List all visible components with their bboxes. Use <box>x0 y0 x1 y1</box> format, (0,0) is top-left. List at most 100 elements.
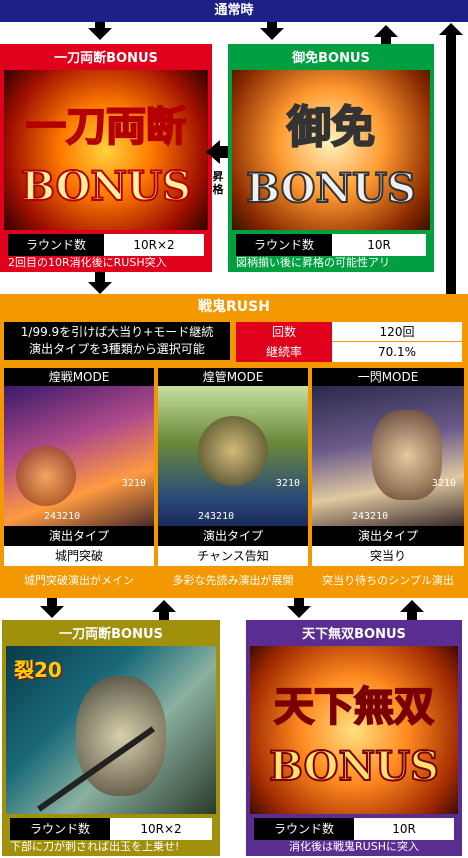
swordsman-icon <box>372 410 442 500</box>
arrow-stem <box>407 612 417 620</box>
round-label: ラウンド数 <box>236 234 332 256</box>
stat-value: 70.1% <box>332 342 462 362</box>
mode-type-label: 演出タイプ <box>4 526 154 546</box>
mode-screen-image: 3210 243210 <box>4 386 154 526</box>
arrow-stem <box>95 22 105 30</box>
screen-total: 243210 <box>44 511 81 522</box>
header-title: 通常時 <box>214 3 254 18</box>
swordsman-icon <box>76 676 166 796</box>
arrow-down-icon <box>88 28 112 40</box>
panel-title: 一刀両断BONUS <box>59 627 163 642</box>
tenka-bonus-image: 天下無双 BONUS <box>250 646 458 814</box>
arrow-stem <box>381 37 391 45</box>
arrow-stem <box>294 598 304 606</box>
arrow-stem <box>159 612 169 620</box>
promotion-label: 昇格 <box>212 170 224 196</box>
rush-stats: 回数 120回 継続率 70.1% <box>236 322 462 362</box>
svg-text:一刀両断: 一刀両断 <box>26 103 186 150</box>
ittou-bottom-image: 裂20 <box>6 646 216 814</box>
round-row: ラウンド数 10R <box>254 818 454 840</box>
mode-card: 煌管MODE 3210 243210 演出タイプ チャンス告知 <box>158 368 308 568</box>
arrow-up-icon <box>439 23 463 35</box>
mode-type-value: 突当り <box>312 546 464 566</box>
arrow-down-icon <box>287 606 311 618</box>
mode-desc: 突当り待ちのシンプル演出 <box>322 574 454 587</box>
panel-caption: 2回目の10R消化後にRUSH突入 <box>8 256 167 269</box>
round-row: ラウンド数 10R <box>236 234 426 256</box>
tenka-logo-icon: 天下無双 BONUS <box>268 682 440 791</box>
warrior-icon <box>198 416 268 486</box>
mode-type-label: 演出タイプ <box>312 526 464 546</box>
svg-text:BONUS: BONUS <box>246 165 416 212</box>
stat-value: 120回 <box>332 322 462 342</box>
panel-caption: 消化後は戦鬼RUSHに突入 <box>289 840 419 853</box>
mode-card: 煌戦MODE 3210 243210 演出タイプ 城門突破 <box>4 368 154 568</box>
svg-text:天下無双: 天下無双 <box>274 683 434 730</box>
mode-type-value: チャンス告知 <box>158 546 308 566</box>
round-row: ラウンド数 10R×2 <box>8 234 204 256</box>
panel-title: 御免BONUS <box>292 51 370 66</box>
arrow-down-icon <box>40 606 64 618</box>
rush-desc-line1: 1/99.9を引けば大当り+モード継続 <box>20 325 214 339</box>
panel-title: 一刀両断BONUS <box>54 51 158 66</box>
ittou-bonus-bottom-panel: 一刀両断BONUS 裂20 ラウンド数 10R×2 下部に刀が刺されば出玉を上乗… <box>2 620 220 856</box>
mode-title: 煌管MODE <box>158 368 308 386</box>
round-label: ラウンド数 <box>10 818 110 840</box>
svg-text:BONUS: BONUS <box>269 743 439 790</box>
screen-count: 3210 <box>431 478 456 489</box>
svg-text:BONUS: BONUS <box>21 163 191 210</box>
arrow-up-icon <box>400 600 424 612</box>
mode-card: 一閃MODE 3210 243210 演出タイプ 突当り <box>312 368 464 568</box>
stat-label: 回数 <box>236 322 332 342</box>
round-value: 10R <box>354 818 454 840</box>
header-bar: 通常時 <box>0 0 468 22</box>
round-value: 10R <box>332 234 426 256</box>
rush-description: 1/99.9を引けば大当り+モード継続 演出タイプを3種類から選択可能 <box>4 322 230 360</box>
arrow-stem <box>47 598 57 606</box>
fire-logo-icon: 一刀両断 BONUS <box>20 102 192 211</box>
panel-caption: 下部に刀が刺されば出玉を上乗せ! <box>10 840 180 853</box>
round-value: 10R×2 <box>104 234 204 256</box>
round-label: ラウンド数 <box>254 818 354 840</box>
arrow-down-icon <box>260 28 284 40</box>
screen-total: 243210 <box>198 511 235 522</box>
gomen-bonus-panel: 御免BONUS 御免 BONUS ラウンド数 10R 図柄揃い後に昇格の可能性ア… <box>228 44 434 272</box>
mode-screen-image: 3210 243210 <box>158 386 308 526</box>
panel-title: 天下無双BONUS <box>302 627 406 642</box>
mode-type-label: 演出タイプ <box>158 526 308 546</box>
mode-desc: 多彩な先読み演出が展開 <box>172 574 294 587</box>
arrow-down-icon <box>88 282 112 294</box>
ittou-bonus-image: 一刀両断 BONUS <box>4 70 208 230</box>
mode-title: 一閃MODE <box>312 368 464 386</box>
tenka-musou-bonus-panel: 天下無双BONUS 天下無双 BONUS ラウンド数 10R 消化後は戦鬼RUS… <box>246 620 462 856</box>
round-value: 10R×2 <box>110 818 212 840</box>
rush-title: 戦鬼RUSH <box>198 299 270 315</box>
ittou-bonus-panel: 一刀両断BONUS 一刀両断 BONUS ラウンド数 10R×2 2回目の10R… <box>0 44 212 272</box>
mode-type-value: 城門突破 <box>4 546 154 566</box>
arrow-stem <box>267 22 277 30</box>
mode-desc: 城門突破演出がメイン <box>24 574 134 587</box>
panel-caption: 図柄揃い後に昇格の可能性アリ <box>236 256 390 269</box>
gomen-bonus-image: 御免 BONUS <box>232 70 430 230</box>
arrow-left-icon <box>206 140 232 164</box>
screen-count: 3210 <box>121 478 146 489</box>
arrow-stem <box>95 272 105 282</box>
kill-count-badge: 裂20 <box>14 658 62 682</box>
horse-rider-icon <box>16 446 76 506</box>
arrow-up-icon <box>374 25 398 37</box>
screen-count: 3210 <box>275 478 300 489</box>
svg-text:御免: 御免 <box>286 102 375 153</box>
mode-screen-image: 3210 243210 <box>312 386 464 526</box>
senki-rush-panel: 戦鬼RUSH 1/99.9を引けば大当り+モード継続 演出タイプを3種類から選択… <box>0 294 468 598</box>
rush-desc-line2: 演出タイプを3種類から選択可能 <box>29 342 205 356</box>
gomen-logo-icon: 御免 BONUS <box>245 101 417 213</box>
screen-total: 243210 <box>352 511 389 522</box>
round-row: ラウンド数 10R×2 <box>10 818 212 840</box>
stat-label: 継続率 <box>236 342 332 362</box>
stat-row: 回数 120回 <box>236 322 462 342</box>
flow-line-right <box>446 34 456 296</box>
arrow-up-icon <box>152 600 176 612</box>
stat-row: 継続率 70.1% <box>236 342 462 362</box>
mode-title: 煌戦MODE <box>4 368 154 386</box>
round-label: ラウンド数 <box>8 234 104 256</box>
